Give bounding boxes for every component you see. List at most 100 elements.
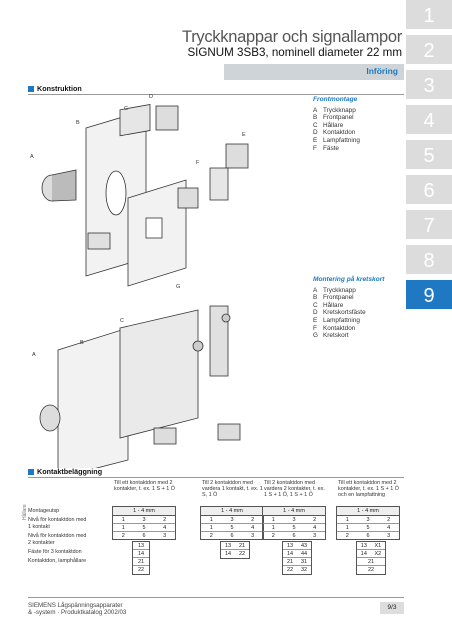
drawing-label-b2: B — [80, 340, 84, 346]
terminal-cell: X1 — [374, 543, 382, 549]
level-cell: 1 — [121, 517, 125, 523]
legend-letter: C — [313, 121, 318, 129]
intro-label: Införing — [366, 66, 398, 76]
level-cell: 1 — [121, 525, 125, 531]
level-cell: 4 — [387, 525, 391, 531]
chapter-tab-9[interactable]: 9 — [406, 280, 452, 312]
drawing-label-c: C — [124, 106, 128, 112]
terminal-cell: 22 — [367, 567, 375, 573]
circuit-board-shape — [209, 305, 229, 377]
terminal-cell: 14 — [286, 551, 294, 557]
level-label: Nivå för kontaktdon med 2 kontakter — [28, 533, 87, 546]
chapter-tab-7[interactable]: 7 — [406, 210, 452, 242]
legend-text: Tryckknapp — [323, 286, 356, 294]
drawing-label-a2: A — [32, 352, 36, 358]
level-label: Fäste för 3 kontaktdon — [28, 549, 82, 556]
legend-heading: Frontmontage — [313, 96, 358, 103]
level-cell: 3 — [313, 533, 317, 539]
chapter-tab-4[interactable]: 4 — [406, 105, 452, 137]
level-cell: 2 — [121, 533, 125, 539]
level-cell: 4 — [313, 525, 317, 531]
terminal-cell: 14 — [137, 551, 145, 557]
level-cell: 2 — [251, 517, 255, 523]
terminal-cell: 13 — [286, 543, 294, 549]
legend-letter: D — [313, 309, 318, 317]
chapter-tab-5[interactable]: 5 — [406, 140, 452, 172]
level-label: Kontaktdon, lamphållare — [28, 558, 87, 565]
legend-letter: C — [313, 301, 318, 309]
level-cell: 3 — [142, 517, 146, 523]
legend-text: Kontaktdon — [323, 324, 356, 332]
terminal-cell: 13 — [224, 543, 232, 549]
level-cell: 6 — [292, 533, 296, 539]
chapter-tab-6[interactable]: 6 — [406, 175, 452, 207]
footer-line-2: & -system · Produktkatalog 2002/03 — [28, 609, 127, 617]
drawing-label-b: B — [76, 120, 80, 126]
terminal-row: 22 — [133, 566, 149, 574]
level-cell: 2 — [271, 533, 275, 539]
legend-text: Lampfattning — [323, 316, 360, 324]
level-cell: 3 — [251, 533, 255, 539]
terminal-row: 13 — [133, 542, 149, 550]
level-cell: 6 — [366, 533, 370, 539]
divider — [28, 477, 404, 478]
level-cell: 2 — [345, 533, 349, 539]
chapter-tab-8[interactable]: 8 — [406, 245, 452, 277]
level-cell: 4 — [163, 525, 167, 531]
level-cell: 3 — [387, 533, 391, 539]
level-cell: 1 — [345, 517, 349, 523]
legend-text: Kontaktdon — [323, 129, 356, 137]
level-cell: 2 — [313, 517, 317, 523]
level-cell: 5 — [142, 525, 146, 531]
column-caption: Till 2 kontaktdon med vardera 1 kontakt,… — [202, 480, 263, 499]
chapter-tab-1[interactable]: 1 — [406, 0, 452, 32]
terminal-cell: 21 — [286, 559, 294, 565]
legend-letter: B — [313, 294, 318, 302]
legend-letter: E — [313, 136, 318, 144]
legend-letter: A — [313, 286, 318, 294]
level-cell: 6 — [142, 533, 146, 539]
footer-line-1: SIEMENS Lågspänningsapparater — [28, 602, 123, 609]
column-caption: Till ett kontaktdon med 2 kontakter, t. … — [114, 480, 175, 493]
range-header: 1 - 4 mm — [113, 507, 175, 516]
terminal-cell: X2 — [374, 551, 382, 557]
range-header: 1 - 4 mm — [263, 507, 325, 516]
legend-letter: E — [313, 316, 318, 324]
terminal-cell: 21 — [367, 559, 375, 565]
drawing-label-a: A — [30, 154, 34, 160]
legend-letter: B — [313, 114, 318, 122]
terminal-cell: 13 — [137, 543, 145, 549]
level-row: 1 5 4 — [113, 524, 175, 532]
chapter-tab-2[interactable]: 2 — [406, 35, 452, 67]
range-header: 1 - 4 mm — [337, 507, 399, 516]
legend-text: Frontpanel — [323, 294, 354, 302]
range-header: 1 - 4 mm — [201, 507, 263, 516]
legend-heading: Montering på kretskort — [313, 276, 385, 283]
exploded-drawing: A B C D E F A B C G — [30, 94, 249, 468]
legend-letter: A — [313, 106, 318, 114]
terminal-row: 22 — [357, 566, 385, 574]
drawing-label-f: F — [196, 160, 200, 166]
level-label: Montageutsp — [28, 508, 60, 514]
chapter-tab-3[interactable]: 3 — [406, 70, 452, 102]
